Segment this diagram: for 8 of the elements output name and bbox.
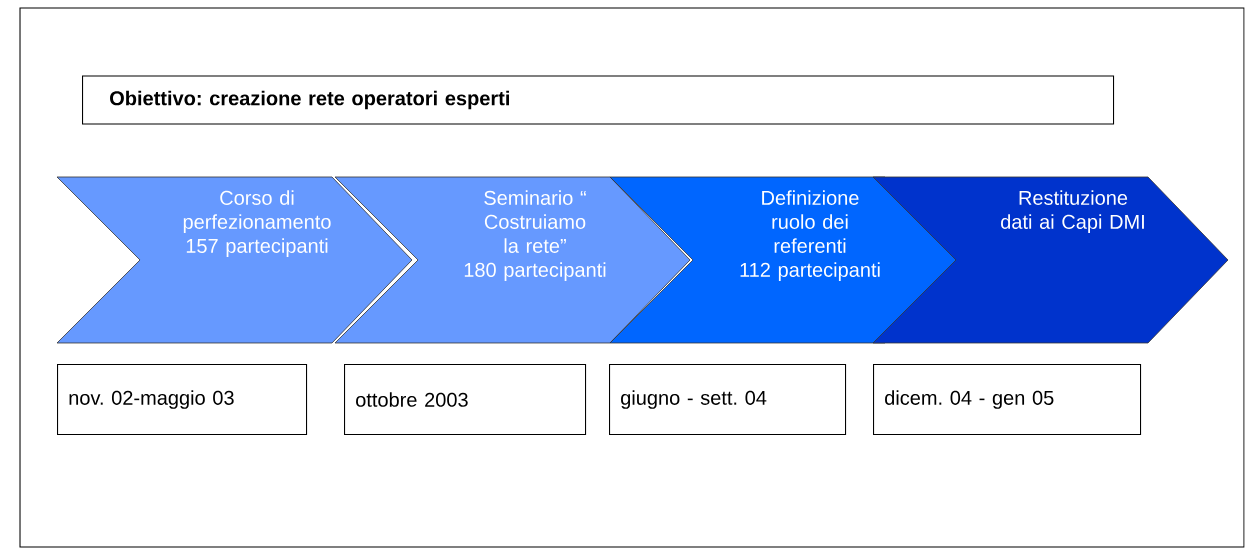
date-box: giugno - sett. 04	[609, 364, 847, 436]
date-box: ottobre 2003	[344, 364, 587, 436]
date-box: dicem. 04 - gen 05	[873, 364, 1142, 436]
process-step: Seminario “ Costruiamo la rete” 180 partecipanti	[334, 176, 691, 344]
process-step: Corso di perfezionamento 157 partecipanti	[56, 176, 413, 344]
process-step: Definizione ruolo dei referenti 112 partecipanti	[609, 176, 966, 344]
objective-box: Obiettivo: creazione rete operatori esperti	[82, 75, 1115, 125]
date-box: nov. 02-maggio 03	[57, 364, 308, 436]
